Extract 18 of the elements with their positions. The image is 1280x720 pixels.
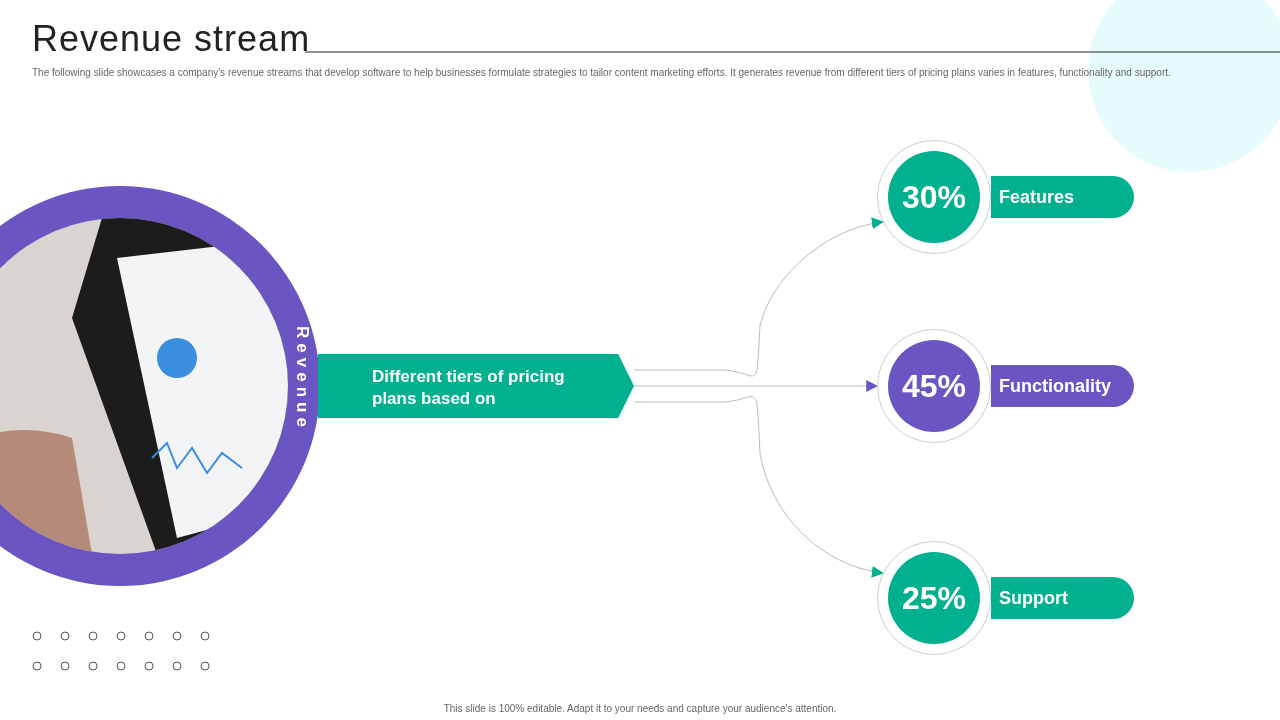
label-pill [991, 176, 1134, 218]
arrow-banner [318, 354, 634, 418]
footer-note: This slide is 100% editable. Adapt it to your needs and capture your audience's attention. [442, 702, 838, 715]
percent-value: 25% [901, 579, 966, 617]
connector-arrow [633, 380, 879, 392]
pill-label: Functionality [999, 376, 1111, 396]
description: The following slide showcases a company's revenue streams that develop software to help businesses formulate strategies to tailor content marketing efforts. It generates revenue from different tiers of pricing plans varies in features, functionality and support. [32, 66, 1172, 79]
banner-text: Different tiers of pricing plans based on [372, 366, 566, 410]
percent-value: 30% [901, 178, 966, 216]
ring-label: Revenue [292, 326, 312, 432]
percent-value: 45% [901, 367, 966, 405]
label-pill [991, 365, 1134, 407]
title: Revenue stream [32, 18, 311, 60]
connector-arrow [633, 217, 884, 377]
pill-label: Support [999, 588, 1068, 608]
connector-arrow [633, 396, 884, 578]
pill-label: Features [999, 187, 1075, 207]
label-pill [991, 577, 1134, 619]
